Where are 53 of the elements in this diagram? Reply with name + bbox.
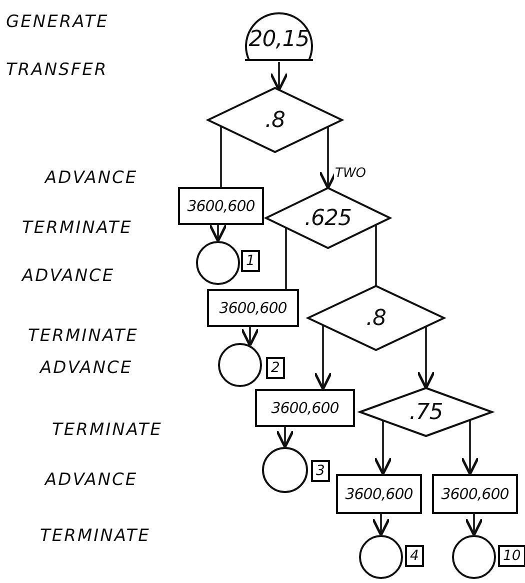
counter-number: 2	[266, 357, 285, 379]
node-text: .75	[409, 400, 443, 424]
process-box	[178, 187, 264, 225]
connector-line	[240, 327, 260, 347]
terminate-circle	[452, 535, 496, 579]
node-text: 3600,600	[271, 399, 339, 417]
connector-line	[285, 228, 287, 289]
block-name: ADVANCE	[45, 168, 138, 188]
connector-line	[372, 514, 390, 536]
node-text: .8	[265, 108, 285, 132]
terminate-circle	[196, 241, 240, 285]
decision-diamond	[360, 388, 492, 436]
block-name: TRANSFER	[6, 60, 108, 80]
terminate-circle	[359, 535, 403, 579]
decision-diamond	[266, 188, 390, 248]
counter-number: 10	[498, 545, 525, 567]
decision-diamond	[208, 88, 342, 152]
counter-number: 4	[405, 545, 424, 567]
terminate-circle	[218, 343, 262, 387]
block-name: ADVANCE	[45, 470, 138, 490]
counter-number: 3	[311, 460, 330, 482]
node-text: .625	[304, 206, 352, 230]
connector-line	[374, 420, 392, 476]
process-box	[336, 474, 422, 514]
connector-line	[220, 126, 222, 187]
connector-line	[416, 326, 436, 390]
block-name: TERMINATE	[52, 420, 162, 440]
process-box	[207, 289, 299, 327]
node-text: 20,15	[248, 26, 310, 52]
node-text: 3600,600	[345, 485, 413, 503]
connector-line	[314, 325, 332, 390]
connector-line	[460, 420, 480, 476]
decision-diamond	[308, 286, 444, 350]
connector-line	[270, 62, 288, 92]
block-name: ADVANCE	[22, 266, 115, 286]
block-name: GENERATE	[6, 12, 109, 32]
process-box	[255, 389, 355, 427]
node-text: 3600,600	[187, 197, 255, 215]
node-text: 3600,600	[219, 299, 287, 317]
block-name: ADVANCE	[40, 358, 133, 378]
block-name: TERMINATE	[40, 526, 150, 546]
process-box	[432, 474, 518, 514]
connector-line	[464, 514, 484, 536]
block-name: TERMINATE	[22, 218, 132, 238]
node-text: .8	[366, 306, 386, 330]
counter-number: 1	[241, 250, 260, 272]
block-name: TERMINATE	[28, 326, 138, 346]
connector-line	[208, 224, 228, 242]
connector-line	[276, 427, 294, 448]
connector-line	[375, 224, 377, 286]
node-text: 3600,600	[441, 485, 509, 503]
edge-label: TWO	[334, 166, 368, 181]
terminate-circle	[262, 447, 308, 493]
